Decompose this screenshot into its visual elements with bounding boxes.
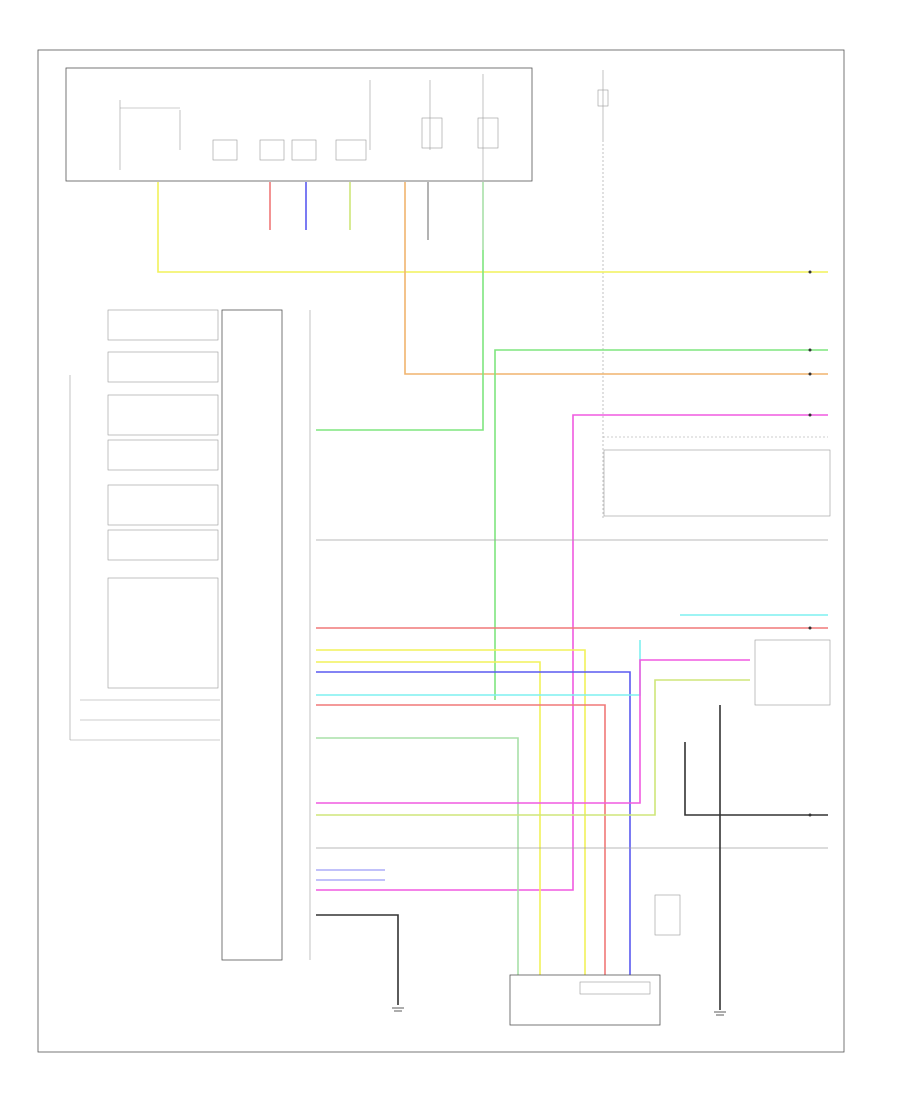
box-output-wires: [269, 182, 484, 300]
ground-icon: [392, 1007, 726, 1016]
wire-magenta: [316, 414, 828, 891]
wire-green-top: [494, 349, 828, 700]
page-border: [37, 49, 845, 1053]
top-right-fuse: [597, 70, 609, 520]
right-module-box: [603, 449, 831, 517]
fuse-relay-box: [65, 67, 533, 182]
wire-yellow-main: [157, 182, 828, 273]
connector-icon: [808, 270, 812, 817]
wire-green-right: [316, 250, 484, 431]
left-switch-panel: [69, 309, 220, 741]
bottom-module: [509, 974, 661, 1026]
wire-orange-right: [404, 300, 828, 375]
control-unit: [221, 309, 311, 961]
lower-right-module: [654, 639, 831, 1010]
control-unit-wires: [316, 614, 828, 1005]
